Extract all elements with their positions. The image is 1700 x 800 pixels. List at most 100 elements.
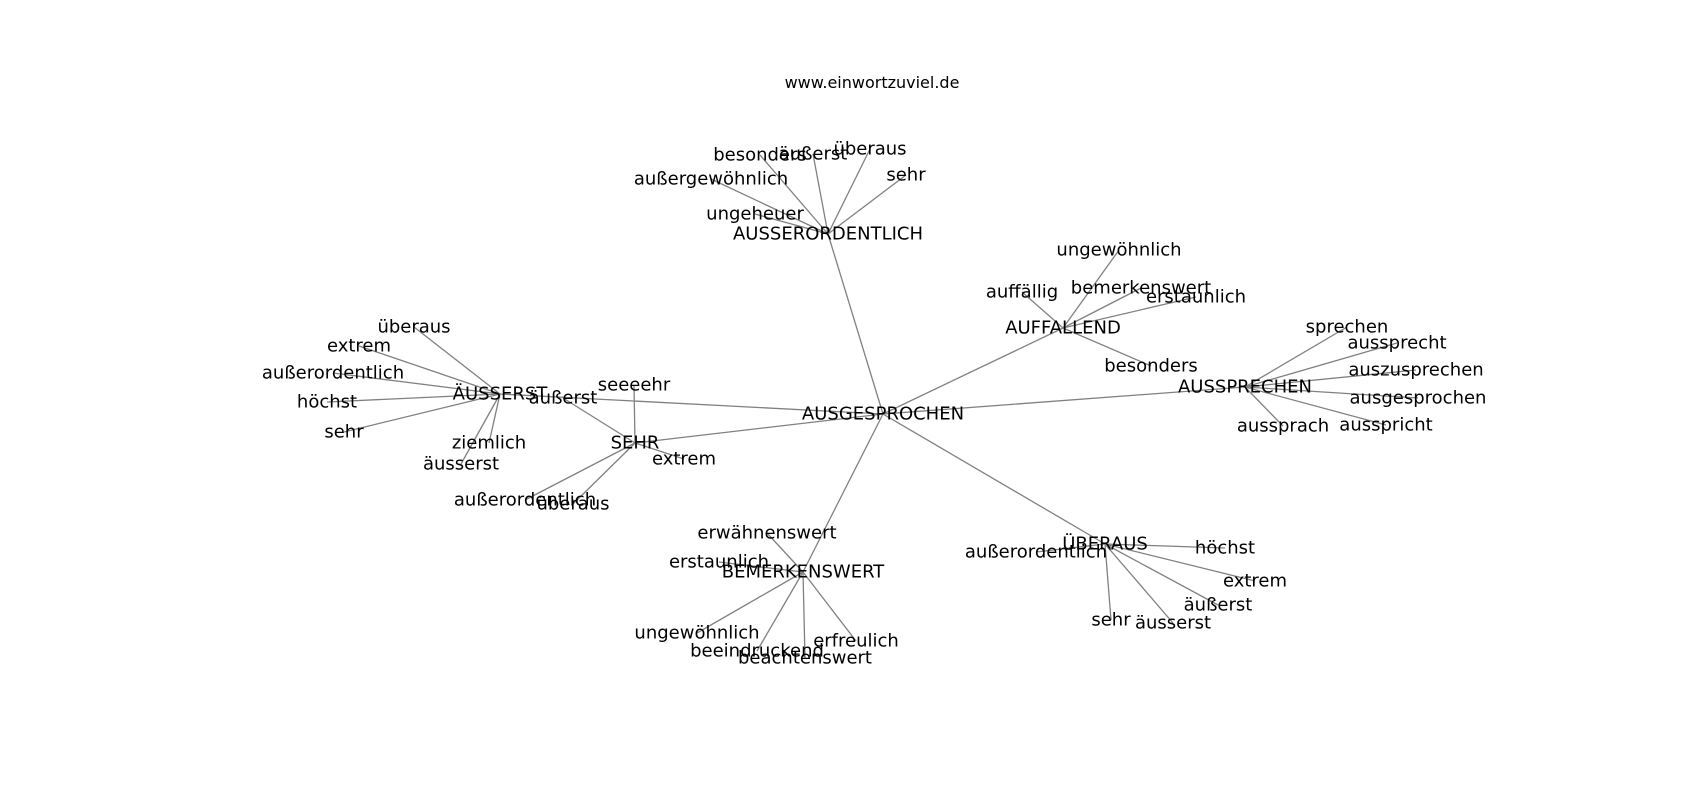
leaf-node-label: überaus — [536, 494, 609, 515]
leaf-node-label: ungewöhnlich — [1056, 240, 1181, 261]
edge-bemerkenswert-child-5 — [802, 571, 857, 642]
leaf-node-label: sehr — [324, 422, 364, 443]
edge-sehr-child-0 — [633, 384, 636, 444]
leaf-node-label: besonders — [713, 145, 807, 166]
edge-aeusserst-child-3 — [326, 393, 501, 403]
edge-aeusserst-child-6 — [460, 393, 501, 465]
leaf-node-label: äußerst — [529, 388, 598, 409]
edge-aussprechen-child-3 — [1244, 386, 1419, 399]
edge-aussprechen-child-1 — [1244, 342, 1398, 388]
hub-node-label-sehr: SEHR — [611, 433, 660, 454]
edge-ausgesprochen-ausserordentlich — [827, 233, 884, 415]
leaf-node-label: sprechen — [1306, 317, 1389, 338]
leaf-node-label: seeeehr — [598, 375, 671, 396]
edge-ausgesprochen-aussprechen — [882, 386, 1246, 415]
edge-ausserordentlich-child-3 — [710, 178, 829, 235]
edge-ueberaus-child-0 — [1035, 543, 1106, 553]
leaf-node-label: beeindruckend — [690, 641, 824, 662]
leaf-node-label: erfreulich — [813, 631, 899, 652]
leaf-node-label: sehr — [886, 165, 926, 186]
hub-node-label-auffallend: AUFFALLEND — [1005, 318, 1121, 339]
leaf-node-label: ungeheuer — [706, 204, 804, 225]
leaf-node-label: erstaunlich — [1146, 287, 1246, 308]
edge-auffallend-child-4 — [1062, 327, 1152, 367]
leaf-node-label: extrem — [327, 336, 391, 357]
edge-ausgesprochen-aeusserst — [499, 393, 884, 415]
edge-ueberaus-child-3 — [1104, 543, 1219, 606]
leaf-node-label: außerordentlich — [965, 542, 1107, 563]
leaf-node-label: beachtenswert — [738, 648, 872, 669]
leaf-node-label: äusserst — [1135, 613, 1211, 634]
edge-bemerkenswert-child-2 — [696, 571, 804, 634]
leaf-node-label: ungewöhnlich — [634, 623, 759, 644]
leaf-node-label: sehr — [1091, 610, 1131, 631]
leaf-node-label: äußerst — [1184, 595, 1253, 616]
leaf-node-label: erstaunlich — [669, 552, 769, 573]
edge-sehr-child-2 — [634, 442, 685, 460]
site-url-label: www.einwortzuviel.de — [785, 73, 960, 92]
edge-auffallend-child-2 — [1062, 287, 1142, 329]
hub-node-label-ausserordentlich: AUSSERORDENTLICH — [733, 224, 923, 245]
edge-ausserordentlich-child-0 — [759, 154, 829, 235]
edge-aussprechen-child-0 — [1244, 326, 1348, 388]
edge-auffallend-child-3 — [1062, 296, 1197, 329]
edge-ueberaus-child-5 — [1104, 543, 1174, 624]
leaf-node-label: extrem — [652, 449, 716, 470]
leaf-node-label: überaus — [833, 139, 906, 160]
edge-bemerkenswert-child-0 — [766, 532, 804, 573]
hub-node-label-aeusserst: ÄUSSERST — [453, 384, 549, 405]
edge-sehr-child-4 — [572, 442, 636, 505]
edge-bemerkenswert-child-1 — [718, 561, 804, 573]
edge-ausserordentlich-child-2 — [827, 148, 871, 235]
leaf-node-label: erwähnenswert — [697, 523, 836, 544]
leaf-node-label: überaus — [377, 317, 450, 338]
leaf-node-label: höchst — [1195, 538, 1255, 559]
leaf-node-label: aussprecht — [1347, 333, 1446, 354]
edge-ausgesprochen-ueberaus — [882, 413, 1106, 545]
leaf-node-label: ziemlich — [452, 433, 526, 454]
leaf-node-label: höchst — [297, 392, 357, 413]
edge-aussprechen-child-2 — [1244, 369, 1417, 388]
leaf-node-label: äusserst — [423, 454, 499, 475]
leaf-node-label: außerordentlich — [262, 363, 404, 384]
graph-edges — [326, 148, 1419, 659]
hub-node-label-aussprechen: AUSSPRECHEN — [1178, 377, 1312, 398]
leaf-node-label: auszusprechen — [1348, 360, 1483, 381]
edge-auffallend-child-1 — [1021, 291, 1064, 329]
edge-aeusserst-child-5 — [488, 393, 501, 444]
edge-aeusserst-child-4 — [343, 393, 501, 433]
graph-labels: AUSGESPROCHENbesondersäußerstüberausauße… — [262, 139, 1487, 669]
edge-ueberaus-child-4 — [1104, 543, 1112, 621]
edge-aussprechen-child-4 — [1244, 386, 1284, 427]
edge-sehr-child-3 — [524, 442, 636, 501]
leaf-node-label: außerordentlich — [454, 490, 596, 511]
leaf-node-label: auffällig — [986, 282, 1058, 303]
edge-ausserordentlich-child-1 — [812, 153, 829, 235]
edge-ausgesprochen-sehr — [634, 413, 884, 444]
edge-ueberaus-child-2 — [1104, 543, 1256, 582]
hub-node-label-ueberaus: ÜBERAUS — [1062, 533, 1148, 555]
edge-ausserordentlich-child-4 — [827, 174, 907, 235]
edge-bemerkenswert-child-4 — [802, 571, 806, 659]
leaf-node-label: extrem — [1223, 571, 1287, 592]
edge-bemerkenswert-child-3 — [756, 571, 804, 652]
edge-ausserordentlich-child-5 — [754, 213, 829, 235]
edge-sehr-child-1 — [562, 397, 636, 444]
hub-node-label-ausgesprochen: AUSGESPROCHEN — [802, 404, 964, 425]
leaf-node-label: ausgesprochen — [1350, 388, 1487, 409]
leaf-node-label: aussprach — [1237, 416, 1329, 437]
edge-auffallend-child-0 — [1062, 249, 1120, 329]
edge-ausgesprochen-bemerkenswert — [802, 413, 884, 573]
leaf-node-label: bemerkenswert — [1071, 278, 1211, 299]
edge-aussprechen-child-5 — [1244, 386, 1387, 426]
edge-aeusserst-child-1 — [358, 345, 501, 395]
leaf-node-label: ausspricht — [1339, 415, 1432, 436]
edge-aeusserst-child-0 — [413, 326, 501, 395]
edge-ueberaus-child-1 — [1104, 543, 1226, 549]
hub-node-label-bemerkenswert: BEMERKENSWERT — [722, 562, 886, 583]
leaf-node-label: außergewöhnlich — [634, 169, 788, 190]
leaf-node-label: äußerst — [779, 144, 848, 165]
leaf-node-label: besonders — [1104, 356, 1198, 377]
edge-aeusserst-child-2 — [332, 372, 501, 395]
